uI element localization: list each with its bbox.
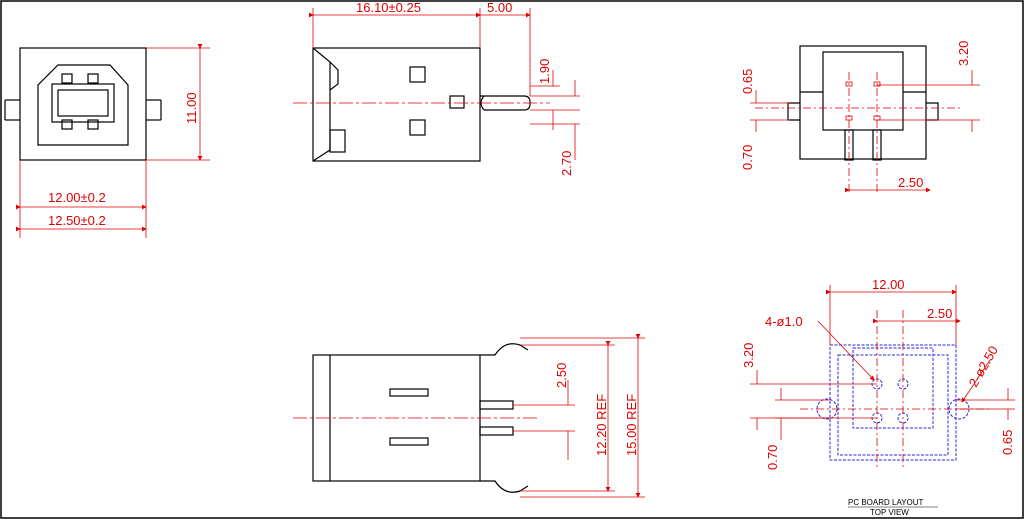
pcb-hole-small-label: 4-ø1.0: [765, 314, 803, 329]
caption-line-2: TOP VIEW: [870, 508, 909, 517]
dim-pcb-pitch: 2.50: [927, 306, 952, 321]
top-view-dims: [293, 334, 645, 498]
dim-pcb-right: 0.65: [1000, 430, 1015, 455]
rear-view: [787, 45, 939, 161]
dim-pcb-left-upper: 3.20: [741, 343, 756, 368]
pcb-layout: [816, 344, 970, 461]
dim-ref-inner: 12.20 REF: [594, 394, 609, 456]
pcb-hole-large-label: 2-ø2.50: [966, 343, 1001, 389]
dim-pin-length: 5.00: [487, 0, 512, 15]
side-view: [312, 47, 531, 162]
dim-rear-left-lower: 0.70: [740, 145, 755, 170]
dim-width-inner: 12.00±0.2: [48, 190, 106, 205]
front-view-dims: [16, 44, 210, 238]
caption-line-1: PC BOARD LAYOUT: [848, 498, 924, 507]
dim-height: 11.00: [184, 92, 199, 124]
dim-rear-left-upper: 0.65: [740, 69, 755, 94]
dim-pin-upper: 1.90: [537, 59, 552, 84]
dim-pcb-left-lower: 0.70: [765, 445, 780, 470]
dim-ref-outer: 15.00 REF: [624, 394, 639, 456]
pcb-layout-dims: [750, 285, 1015, 470]
rear-view-dims: [750, 70, 980, 195]
dim-length: 16.10±0.25: [356, 0, 421, 15]
dim-width-outer: 12.50±0.2: [48, 213, 106, 228]
front-view: [4, 47, 162, 161]
dim-rear-pitch: 2.50: [898, 175, 923, 190]
side-view-dims: [309, 8, 580, 160]
dim-pcb-width: 12.00: [872, 277, 905, 292]
dim-pin-lower: 2.70: [559, 151, 574, 176]
rear-view-pins: [845, 81, 881, 121]
dim-top-pitch: 2.50: [554, 363, 569, 388]
dim-rear-top: 3.20: [956, 41, 971, 66]
